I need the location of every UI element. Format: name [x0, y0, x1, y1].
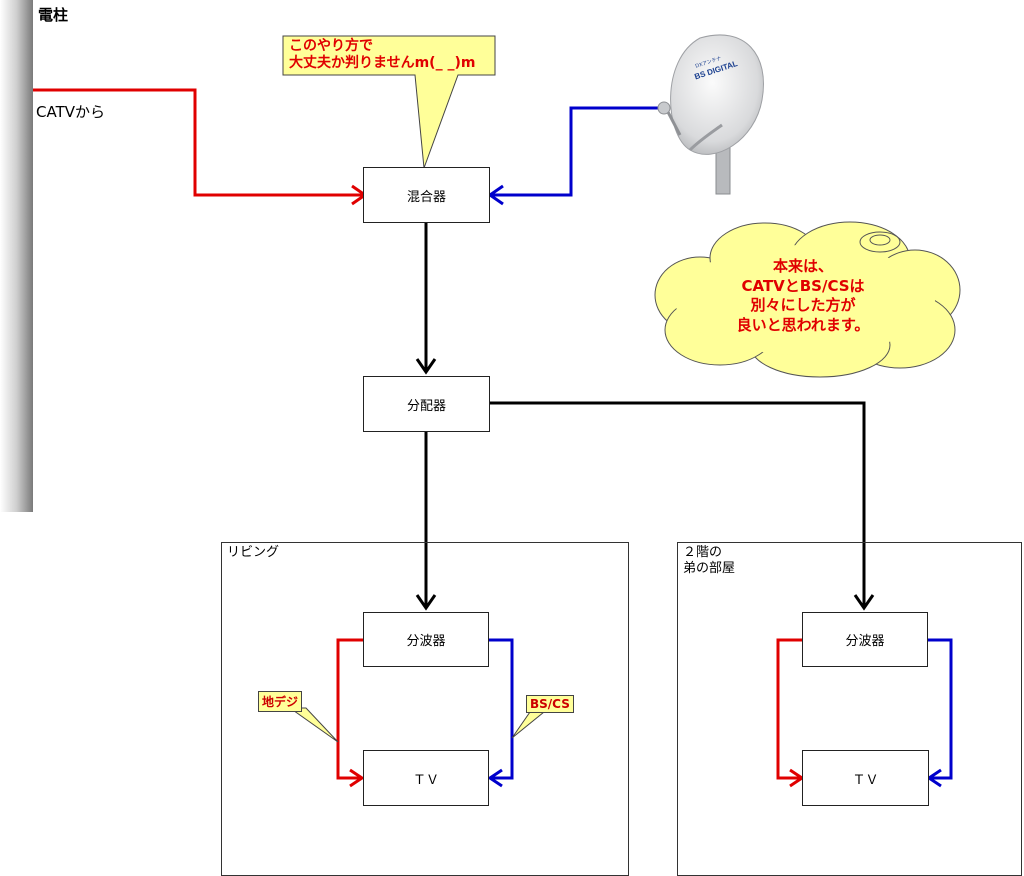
callout-top-bubble	[282, 35, 496, 169]
splitter-to-upstairs-line	[490, 401, 866, 608]
utility-pole	[0, 0, 33, 512]
cloud-line1: 本来は、	[772, 257, 833, 275]
splitter-to-living-arrowhead	[415, 594, 437, 611]
living-terrestrial-line	[336, 638, 363, 780]
room-upstairs-title-line2: 弟の部屋	[683, 561, 736, 577]
cloud-text: 本来は、 CATVとBS/CSは 別々にした方が 良いと思われます。	[693, 257, 913, 335]
upstairs-separator-label: 分波器	[845, 634, 885, 649]
upstairs-tv-box: ＴＶ	[802, 750, 929, 806]
upstairs-satellite-line	[928, 638, 953, 780]
living-tv-label: ＴＶ	[412, 772, 439, 788]
terrestrial-tag: 地デジ	[258, 691, 303, 712]
splitter-to-upstairs-arrowhead	[853, 594, 875, 611]
splitter-label: 分配器	[406, 398, 446, 414]
mixer-to-splitter-arrowhead	[415, 358, 437, 375]
upstairs-satellite-arrowhead	[926, 768, 942, 788]
living-separator-label: 分波器	[406, 634, 446, 649]
living-separator-box: 分波器	[363, 612, 489, 667]
cloud-line4: 良いと思われます。	[736, 315, 870, 334]
mixer-box: 混合器	[363, 167, 490, 223]
mixer-label: 混合器	[406, 189, 446, 205]
living-terrestrial-arrowhead	[349, 768, 365, 788]
living-tv-box: ＴＶ	[363, 750, 489, 806]
splitter-box: 分配器	[363, 376, 490, 432]
bscs-tag: BS/CS	[526, 695, 574, 713]
upstairs-separator-box: 分波器	[802, 612, 928, 667]
room-upstairs: ２階の 弟の部屋	[677, 542, 1022, 876]
cloud-line2: CATVとBS/CSは	[741, 276, 865, 295]
callout-top-line2: 大丈夫か判りませんm(_ _)m	[289, 54, 476, 71]
callout-top-text: このやり方で 大丈夫か判りませんm(_ _)m	[289, 38, 475, 72]
satellite-dish: BS DIGITAL DXアンテナ	[657, 34, 764, 195]
living-satellite-line	[489, 638, 514, 780]
upstairs-terrestrial-line	[776, 638, 802, 780]
living-satellite-arrowhead	[487, 768, 503, 788]
cloud-line3: 別々にした方が	[750, 296, 856, 314]
catv-source-label: CATVから	[36, 103, 105, 121]
room-living-title: リビング	[227, 545, 280, 560]
satellite-line	[490, 106, 664, 197]
upstairs-tv-label: ＴＶ	[852, 772, 879, 788]
room-upstairs-title: ２階の 弟の部屋	[683, 545, 735, 578]
pole-label: 電柱	[38, 6, 69, 24]
satellite-arrowhead	[487, 184, 504, 206]
room-upstairs-title-line1: ２階の	[683, 545, 723, 560]
callout-top-line1: このやり方で	[289, 38, 373, 54]
cloud-callout	[654, 221, 961, 378]
catv-line	[33, 88, 365, 197]
